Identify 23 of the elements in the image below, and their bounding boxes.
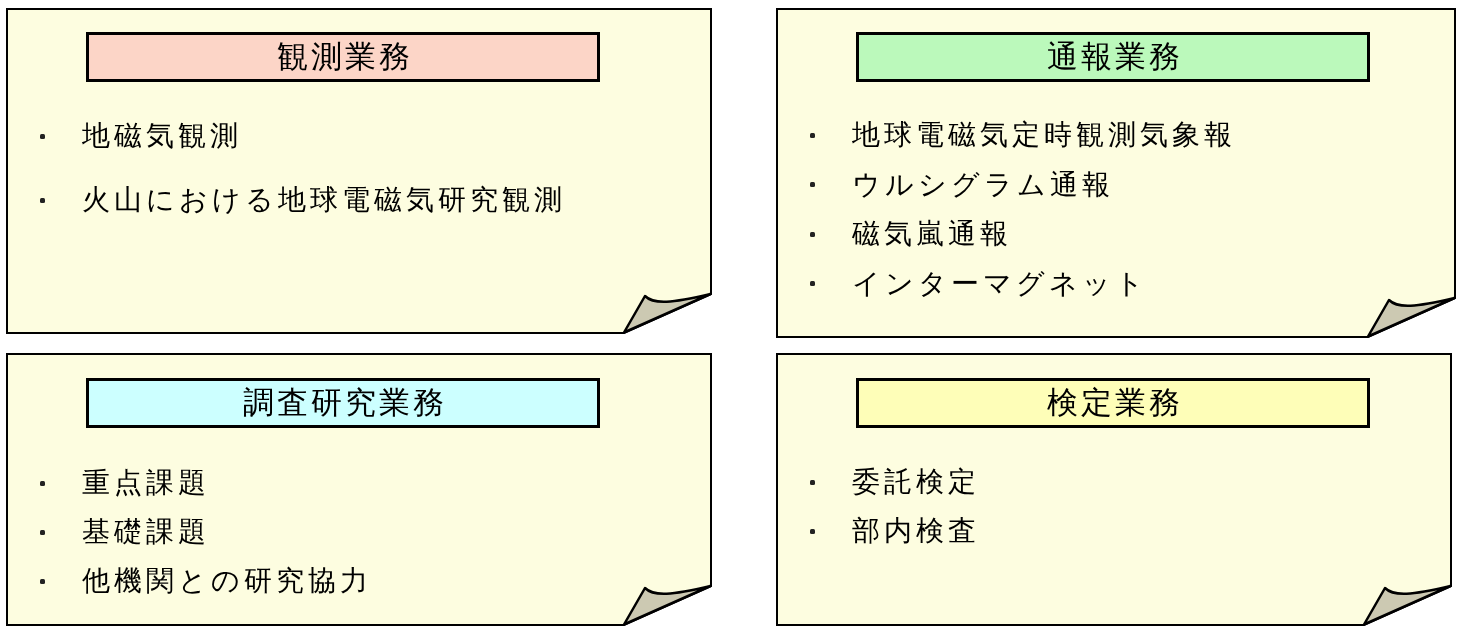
heading-box	[856, 378, 1370, 428]
heading-box	[86, 378, 600, 428]
note-card	[776, 353, 1452, 626]
list-item-text: 他機関との研究協力	[82, 564, 372, 598]
list-item-text: 地球電磁気定時観測気象報	[852, 118, 1236, 152]
note-card	[6, 353, 712, 626]
note-card	[776, 8, 1456, 338]
note-card	[6, 8, 712, 334]
list-item-text: 基礎課題	[82, 515, 210, 549]
heading-box	[86, 32, 600, 82]
section-heading: 調査研究業務	[242, 384, 447, 422]
heading-box	[856, 32, 1370, 82]
section-heading: 通報業務	[1046, 38, 1183, 76]
section-heading: 検定業務	[1046, 384, 1183, 422]
list-item-text: 磁気嵐通報	[852, 217, 1012, 251]
list-item-text: 重点課題	[82, 466, 210, 500]
section-heading: 観測業務	[276, 38, 413, 76]
list-item-text: 火山における地球電磁気研究観測	[82, 183, 566, 217]
list-item-text: 委託検定	[852, 465, 980, 499]
list-item-text: 地磁気観測	[82, 119, 242, 153]
list-item-text: インターマグネット	[852, 266, 1148, 301]
list-item-text: ウルシグラム通報	[852, 167, 1114, 202]
list-item-text: 部内検査	[852, 514, 980, 548]
